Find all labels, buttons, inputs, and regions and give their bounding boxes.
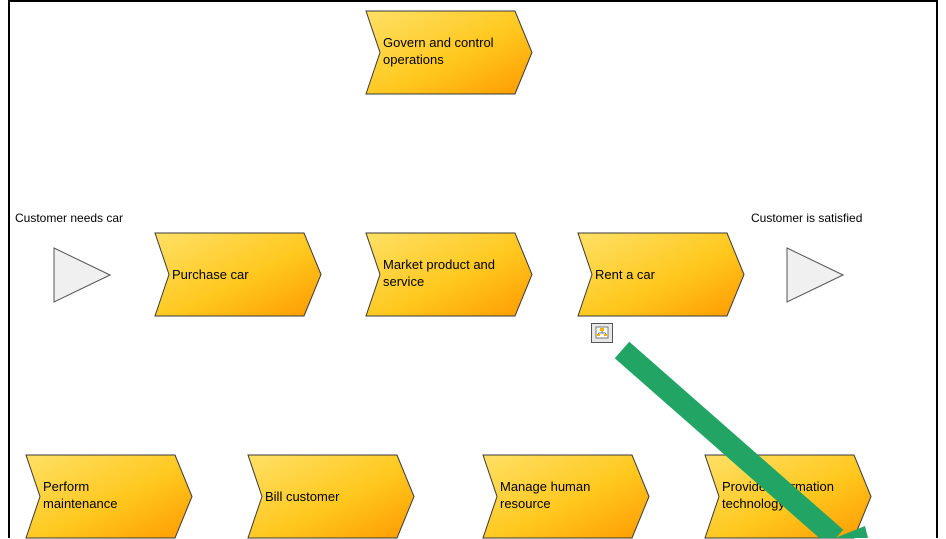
function-shape — [154, 232, 322, 317]
function-perform-maintenance[interactable]: Perform maintenance — [25, 454, 193, 539]
function-manage-human-resource[interactable]: Manage human resource — [482, 454, 650, 539]
function-bill-customer[interactable]: Bill customer — [247, 454, 415, 539]
function-label: Rent a car — [595, 267, 655, 282]
canvas-border-right — [936, 0, 938, 538]
event-label-start: Customer needs car — [15, 211, 124, 225]
function-provide-information-technology[interactable]: Provide information technology — [704, 454, 872, 539]
function-label: Provide information technology — [722, 479, 834, 511]
event-customer-needs-car[interactable] — [53, 247, 112, 303]
function-label: Purchase car — [172, 267, 249, 282]
function-shape — [365, 10, 533, 95]
function-label: Manage human resource — [500, 479, 591, 511]
org-chart-assignment-icon[interactable] — [591, 323, 613, 343]
function-govern-and-control-operations[interactable]: Govern and control operations — [365, 10, 533, 95]
canvas-border-top — [8, 0, 938, 2]
event-triangle — [786, 247, 845, 303]
function-label: Market product and service — [383, 257, 496, 289]
function-shape — [577, 232, 745, 317]
canvas-border-left — [8, 0, 10, 538]
function-label: Govern and control operations — [383, 35, 494, 67]
assignment-glyph — [595, 326, 609, 339]
function-label: Bill customer — [265, 489, 340, 504]
event-label-end: Customer is satisfied — [751, 211, 863, 225]
function-rent-a-car[interactable]: Rent a car — [577, 232, 745, 317]
event-triangle — [53, 247, 112, 303]
function-purchase-car[interactable]: Purchase car — [154, 232, 322, 317]
function-market-product-and-service[interactable]: Market product and service — [365, 232, 533, 317]
function-shape — [365, 232, 533, 317]
function-label: Perform maintenance — [43, 479, 118, 511]
event-customer-is-satisfied[interactable] — [786, 247, 845, 303]
